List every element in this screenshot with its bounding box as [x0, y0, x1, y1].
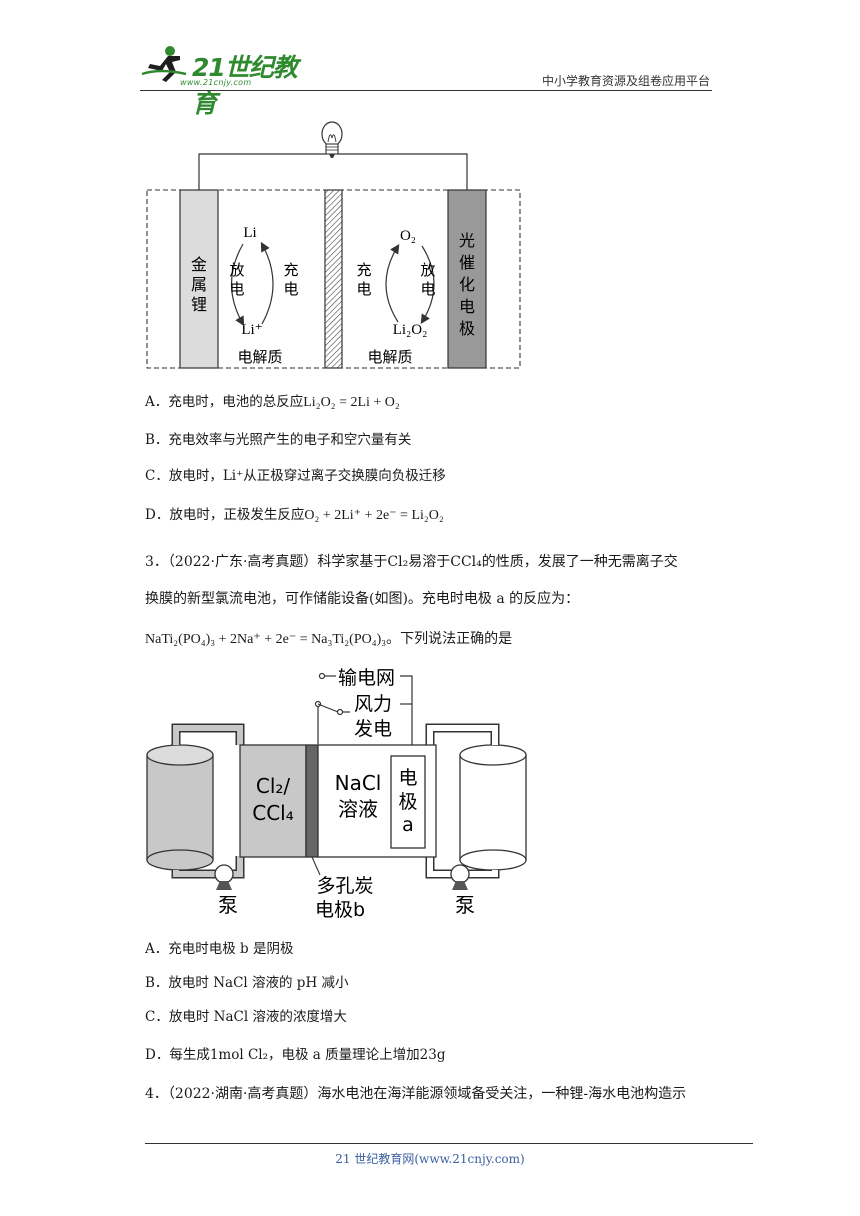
right-electrode-label-5: 极 [459, 319, 475, 338]
electrode-a-label-3: a [402, 814, 414, 836]
left-electrode-label-1: 金 [191, 255, 207, 274]
solution-label: 溶液 [338, 797, 378, 821]
q3-equation-tail: 。下列说法正确的是 [386, 631, 513, 647]
q3-option-b[interactable]: B．放电时 NaCl 溶液的 pH 减小 [145, 973, 349, 993]
footer-link[interactable]: 21 世纪教育网(www.21cnjy.com) [335, 1152, 525, 1166]
charge-left-2: 电 [283, 280, 298, 298]
wind-label-2: 发电 [354, 718, 392, 740]
li2o2-label: Li₂O₂ [393, 322, 428, 338]
option-text: 放电时，Li⁺从正极穿过离子交换膜向负极迁移 [168, 468, 446, 484]
left-electrode-label-2: 属 [191, 275, 207, 294]
ccl4-label: CCl₄ [252, 801, 294, 825]
cl2-label: Cl₂/ [256, 774, 291, 798]
figure-li-o2-battery: 金 属 锂 光 催 化 电 极 Li Li⁺ 放 电 充 电 电解质 O₂ Li… [146, 121, 521, 369]
option-prefix: B． [145, 975, 169, 991]
right-pump-icon [450, 864, 470, 890]
site-logo[interactable]: 21世纪教育 www.21cnjy.com [140, 42, 310, 118]
q2-option-b[interactable]: B．充电效率与光照产生的电子和空穴量有关 [145, 430, 411, 450]
q3-option-d[interactable]: D．每生成1mol Cl₂，电极 a 质量理论上增加23g [145, 1045, 445, 1065]
left-electrode-label-3: 锂 [191, 295, 207, 314]
q3-equation-line: NaTi₂(PO₄)₃ + 2Na⁺ + 2e⁻ = Na₃Ti₂(PO₄)₃。… [145, 628, 720, 651]
li-label: Li [243, 225, 256, 241]
electrode-a [390, 755, 426, 849]
logo-text: 21世纪教育 [192, 53, 298, 118]
option-prefix: A． [145, 394, 169, 410]
grid-label: 输电网 [338, 667, 395, 689]
option-prefix: C． [145, 1009, 169, 1025]
q3-stem-line2: 换膜的新型氯流电池，可作储能设备(如图)。充电时电极 a 的反应为： [145, 591, 580, 607]
option-prefix: D． [145, 507, 170, 523]
electrolyte-left: 电解质 [237, 348, 282, 366]
electrode-a-label-1: 电 [398, 767, 417, 789]
ion-exchange-membrane [324, 189, 343, 369]
carbon-electrode-label-1: 多孔炭 [316, 875, 373, 897]
page-header: 21世纪教育 www.21cnjy.com 中小学教育资源及组卷应用平台 [0, 0, 860, 118]
option-text: 每生成1mol Cl₂，电极 a 质量理论上增加23g [169, 1047, 446, 1063]
option-prefix: A． [145, 941, 169, 957]
header-divider [140, 90, 712, 91]
electrolyte-right: 电解质 [367, 348, 412, 366]
electrode-a-label-2: 极 [398, 791, 417, 813]
q3-option-c[interactable]: C．放电时 NaCl 溶液的浓度增大 [145, 1007, 347, 1027]
right-electrode-label-1: 光 [459, 231, 475, 250]
left-pump-label: 泵 [218, 893, 238, 917]
right-electrode-label-2: 催 [459, 253, 475, 272]
charge-left-1: 充 [283, 261, 298, 279]
header-platform-text: 中小学教育资源及组卷应用平台 [541, 74, 710, 88]
option-text: 充电时，电池的总反应 [168, 394, 304, 410]
left-tank [146, 744, 214, 871]
discharge-right-1: 放 [420, 261, 435, 279]
discharge-left-1: 放 [229, 261, 244, 279]
logo-url: www.21cnjy.com [180, 78, 252, 87]
right-pump-label: 泵 [455, 893, 475, 917]
photocatalytic-electrode [447, 189, 487, 369]
runner-icon [141, 46, 187, 82]
option-text: 放电时，正极发生反应 [169, 507, 305, 523]
option-text: 放电时 NaCl 溶液的 pH 减小 [168, 975, 349, 991]
q3-stem-line1: 3．（2022·广东·高考真题）科学家基于Cl₂易溶于CCl₄的性质，发展了一种… [145, 554, 678, 570]
option-text: 放电时 NaCl 溶液的浓度增大 [168, 1009, 347, 1025]
discharge-right-2: 电 [420, 280, 435, 298]
option-equation: Li₂O₂ = 2Li + O₂ [303, 395, 400, 410]
right-tank [459, 744, 527, 871]
lightbulb-icon [321, 121, 343, 158]
option-prefix: B． [145, 432, 169, 448]
lithium-electrode [179, 189, 219, 369]
q3-equation: NaTi₂(PO₄)₃ + 2Na⁺ + 2e⁻ = Na₃Ti₂(PO₄)₃ [145, 632, 387, 647]
discharge-left-2: 电 [229, 280, 244, 298]
q4-stem-line1: 4．（2022·湖南·高考真题）海水电池在海洋能源领域备受关注，一种锂-海水电池… [145, 1086, 687, 1102]
figure-chlorine-flow-battery: 输电网 风力 发电 Cl₂/ CCl₄ NaCl 溶液 电 极 a [146, 667, 527, 920]
option-prefix: D． [145, 1047, 170, 1063]
option-equation: O₂ + 2Li⁺ + 2e⁻ = Li₂O₂ [304, 508, 444, 523]
wind-label-1: 风力 [354, 693, 392, 715]
q3-option-a[interactable]: A．充电时电极 b 是阴极 [145, 939, 293, 959]
left-pump-icon [214, 864, 234, 890]
right-electrode-label-4: 电 [459, 297, 475, 316]
q2-option-c[interactable]: C．放电时，Li⁺从正极穿过离子交换膜向负极迁移 [145, 466, 446, 486]
charge-right-1: 充 [356, 261, 371, 279]
q2-option-d[interactable]: D．放电时，正极发生反应O₂ + 2Li⁺ + 2e⁻ = Li₂O₂ [145, 505, 444, 526]
q2-option-a[interactable]: A．充电时，电池的总反应Li₂O₂ = 2Li + O₂ [145, 392, 400, 413]
footer-divider [145, 1143, 753, 1144]
li-ion-label: Li⁺ [241, 322, 262, 338]
switch-lever [317, 703, 339, 713]
nacl-label: NaCl [335, 771, 382, 795]
charge-right-2: 电 [356, 280, 371, 298]
option-prefix: C． [145, 468, 169, 484]
right-electrode-label-3: 化 [459, 275, 475, 294]
porous-carbon-electrode-b [305, 744, 319, 858]
option-text: 充电时电极 b 是阴极 [168, 941, 294, 957]
o2-label: O₂ [400, 228, 416, 244]
carbon-electrode-label-2: 电极b [315, 899, 365, 920]
option-text: 充电效率与光照产生的电子和空穴量有关 [168, 432, 412, 448]
